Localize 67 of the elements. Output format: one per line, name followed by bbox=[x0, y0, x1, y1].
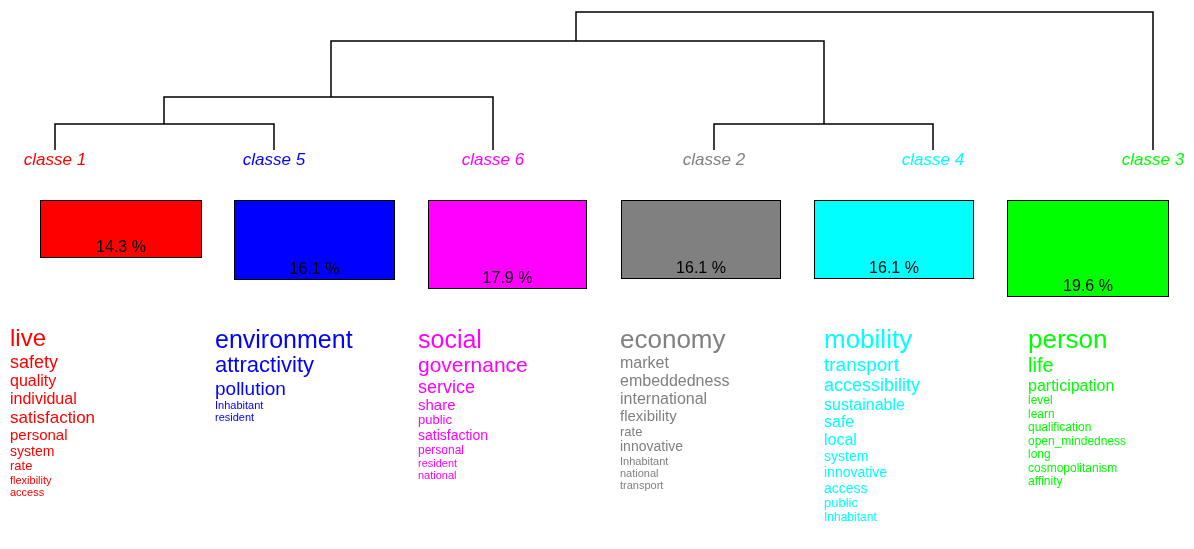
keyword: embeddedness bbox=[620, 372, 730, 390]
keyword: mobility bbox=[824, 325, 913, 355]
keyword: national bbox=[620, 467, 659, 480]
percentage-label: 19.6 % bbox=[1063, 277, 1113, 295]
keyword: sustainable bbox=[824, 395, 905, 414]
keyword: service bbox=[418, 376, 475, 397]
keyword: attractivity bbox=[215, 353, 315, 378]
percentage-label: 16.1 % bbox=[676, 259, 726, 277]
keyword: individual bbox=[10, 389, 77, 408]
keyword: personal bbox=[10, 426, 68, 444]
keyword: Inhabitant bbox=[620, 454, 669, 468]
keyword: satisfaction bbox=[418, 428, 489, 444]
keyword: safe bbox=[824, 413, 855, 432]
keyword: satisfaction bbox=[10, 407, 96, 427]
keyword: environment bbox=[215, 325, 353, 353]
keyword: resident bbox=[215, 411, 255, 424]
keyword: live bbox=[10, 325, 46, 352]
keyword: personal bbox=[418, 443, 465, 458]
class-label: classe 1 bbox=[23, 150, 87, 170]
keyword: level bbox=[1028, 394, 1053, 408]
keyword: flexibility bbox=[620, 407, 677, 425]
percentage-label: 17.9 % bbox=[482, 269, 533, 287]
percentage-label: 14.3 % bbox=[96, 238, 146, 256]
keyword: access bbox=[10, 486, 45, 499]
keyword: national bbox=[418, 469, 457, 482]
keyword: flexibility bbox=[10, 473, 52, 487]
keyword: pollution bbox=[215, 377, 286, 399]
keyword: safety bbox=[10, 351, 59, 373]
keyword: accessibility bbox=[824, 375, 921, 396]
keyword: access bbox=[824, 480, 868, 497]
keyword: qualification bbox=[1028, 421, 1092, 435]
class-label: classe 4 bbox=[901, 150, 965, 170]
keyword: Inhabitant bbox=[824, 510, 877, 525]
keyword: innovative bbox=[824, 464, 888, 481]
percentage-label: 16.1 % bbox=[289, 260, 340, 278]
keyword: public bbox=[824, 496, 858, 511]
keyword: quality bbox=[10, 372, 57, 390]
keyword: transport bbox=[620, 479, 664, 492]
keyword: economy bbox=[620, 325, 726, 355]
keyword: Inhabitant bbox=[215, 398, 264, 412]
keyword: resident bbox=[418, 457, 458, 470]
percentage-label: 16.1 % bbox=[869, 259, 919, 277]
class-label: classe 2 bbox=[682, 150, 746, 170]
keyword: cosmopolitanism bbox=[1028, 461, 1118, 476]
keyword: governance bbox=[418, 353, 528, 377]
keyword: rate bbox=[10, 459, 33, 474]
keyword: social bbox=[418, 325, 482, 353]
keyword: system bbox=[824, 449, 869, 465]
keyword: person bbox=[1028, 325, 1108, 355]
keyword: participation bbox=[1028, 376, 1115, 395]
class-label: classe 3 bbox=[1121, 150, 1185, 170]
class-label: classe 6 bbox=[461, 150, 525, 170]
keyword: long bbox=[1028, 448, 1051, 462]
keyword: system bbox=[10, 443, 55, 460]
keyword: international bbox=[620, 389, 708, 408]
keyword: learn bbox=[1028, 407, 1055, 422]
keyword: market bbox=[620, 354, 669, 372]
keyword: transport bbox=[824, 354, 899, 376]
keyword: rate bbox=[620, 424, 643, 440]
keyword: public bbox=[418, 413, 452, 428]
keyword: innovative bbox=[620, 439, 684, 455]
class-label: classe 5 bbox=[242, 150, 306, 170]
keyword: affinity bbox=[1028, 475, 1063, 489]
keyword: share bbox=[418, 396, 456, 414]
keyword: open_mindedness bbox=[1028, 434, 1127, 449]
keyword: life bbox=[1028, 354, 1054, 377]
keyword: local bbox=[824, 431, 857, 450]
